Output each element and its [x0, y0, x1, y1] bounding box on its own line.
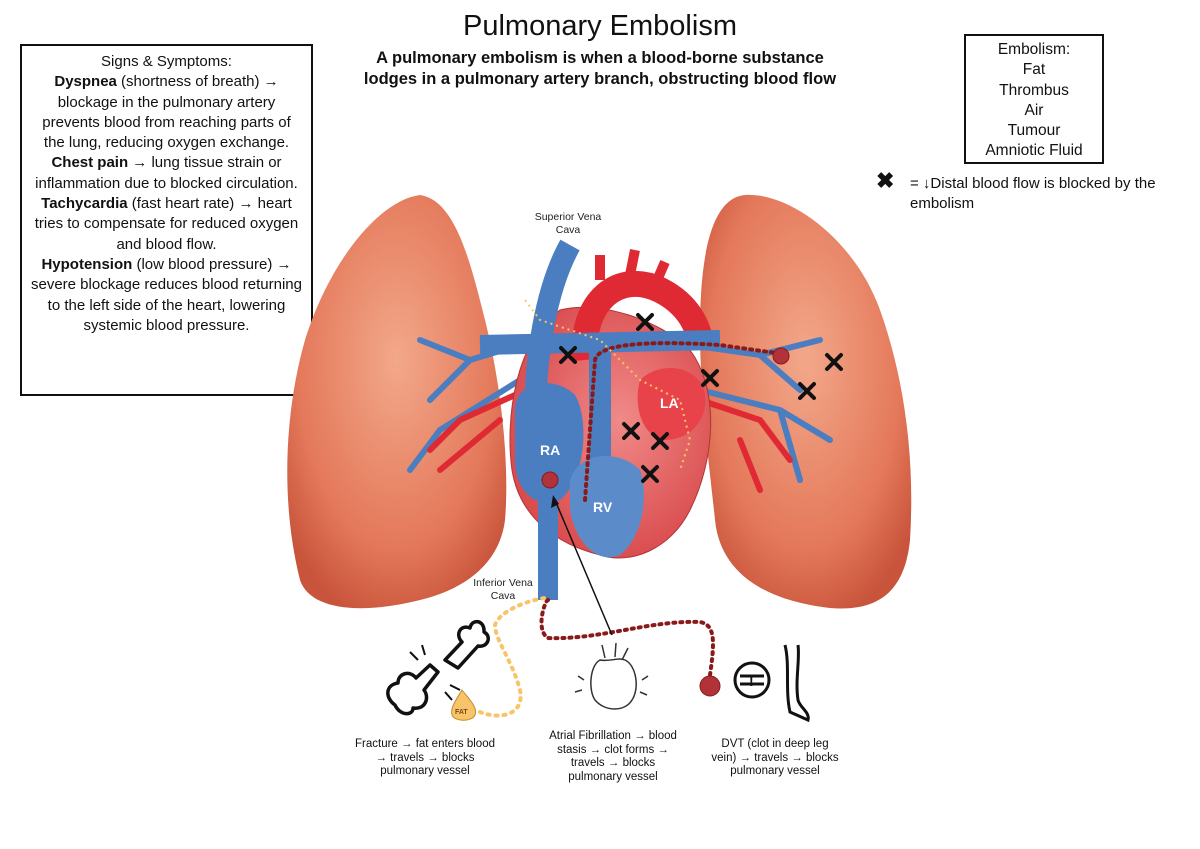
- fat-path: [478, 596, 547, 718]
- legend-text: = ↓Distal blood flow is blocked by the e…: [910, 175, 1156, 212]
- clot-path-heart: [583, 341, 792, 502]
- aorta-branches: [595, 249, 670, 287]
- left-atrium: [637, 368, 706, 440]
- embolism-type-amniotic: Amniotic Fluid: [985, 142, 1083, 160]
- clot-path: [539, 598, 715, 677]
- sign-desc: (low blood pressure) → severe blockage r…: [30, 255, 302, 334]
- right-atrium: [515, 383, 584, 503]
- signs-heading: Signs & Symptoms:: [101, 53, 232, 70]
- embolism-type-air: Air: [1024, 101, 1044, 119]
- embolism-types-box: Embolism: Fat Thrombus Air Tumour Amniot…: [964, 34, 1104, 164]
- label-svc-1: Superior Vena: [535, 211, 602, 223]
- afib-arrowhead: [551, 495, 559, 508]
- sign-item-hypotension: Hypotension (low blood pressure) → sever…: [30, 255, 303, 336]
- sign-term: Tachycardia: [41, 195, 128, 213]
- dvt-exclaim: !: [749, 673, 754, 689]
- sign-term: Chest pain: [51, 154, 129, 172]
- label-ra: RA: [540, 442, 560, 458]
- signs-symptoms-box: Signs & Symptoms: Dyspnea (shortness of …: [20, 44, 313, 396]
- sign-desc: → lung tissue strain or inflammation due…: [35, 154, 298, 192]
- page-title: Pulmonary Embolism: [463, 10, 737, 42]
- afib-arrow: [554, 499, 613, 636]
- sign-item-dyspnea: Dyspnea (shortness of breath) → blockage…: [30, 72, 303, 153]
- cause-fracture: Fracture → fat enters blood → travels → …: [355, 738, 495, 777]
- heart-outline-icon: [574, 642, 649, 710]
- fat-path-heart: [524, 299, 692, 471]
- cause-afib: Atrial Fibrillation → blood stasis → clo…: [549, 730, 677, 783]
- label-rv: RV: [593, 499, 613, 515]
- blockage-x-icon: ✖: [876, 168, 895, 193]
- sign-desc: (shortness of breath) → blockage in the …: [42, 73, 291, 152]
- aorta: [571, 270, 713, 362]
- label-ivc-1: Inferior Vena: [473, 577, 533, 589]
- cause-dvt: DVT (clot in deep leg vein) → travels → …: [711, 738, 839, 777]
- label-ivc-2: Cava: [491, 590, 516, 602]
- sign-item-tachycardia: Tachycardia (fast heart rate) → heart tr…: [30, 194, 303, 255]
- embolism-heading: Embolism:: [997, 41, 1071, 58]
- fracture-lines-icon: [409, 644, 461, 701]
- fat-drop-label: FAT: [455, 709, 468, 716]
- sign-item-chest-pain: Chest pain → lung tissue strain or infla…: [30, 153, 303, 194]
- right-ventricle: [570, 456, 644, 558]
- page-subtitle: A pulmonary embolism is when a blood-bor…: [363, 49, 837, 88]
- left-lung: [700, 194, 912, 609]
- blockage-x-marks: [559, 313, 843, 483]
- embolism-type-fat: Fat: [1022, 61, 1046, 79]
- pulmonary-artery: [479, 330, 721, 355]
- fat-drop-icon: [451, 689, 477, 721]
- broken-bone-icon: [386, 619, 490, 716]
- sign-term: Dyspnea: [54, 73, 117, 91]
- label-la: LA: [660, 395, 679, 411]
- right-lung: [287, 195, 507, 609]
- dvt-leg-icon: [733, 644, 810, 723]
- label-svc-2: Cava: [556, 224, 581, 236]
- embolism-type-tumour: Tumour: [1007, 122, 1061, 140]
- sign-term: Hypotension: [41, 255, 133, 273]
- embolism-type-thrombus: Thrombus: [999, 81, 1069, 99]
- sign-desc: (fast heart rate) → heart tries to compe…: [34, 195, 299, 253]
- clot-icon: [541, 347, 790, 697]
